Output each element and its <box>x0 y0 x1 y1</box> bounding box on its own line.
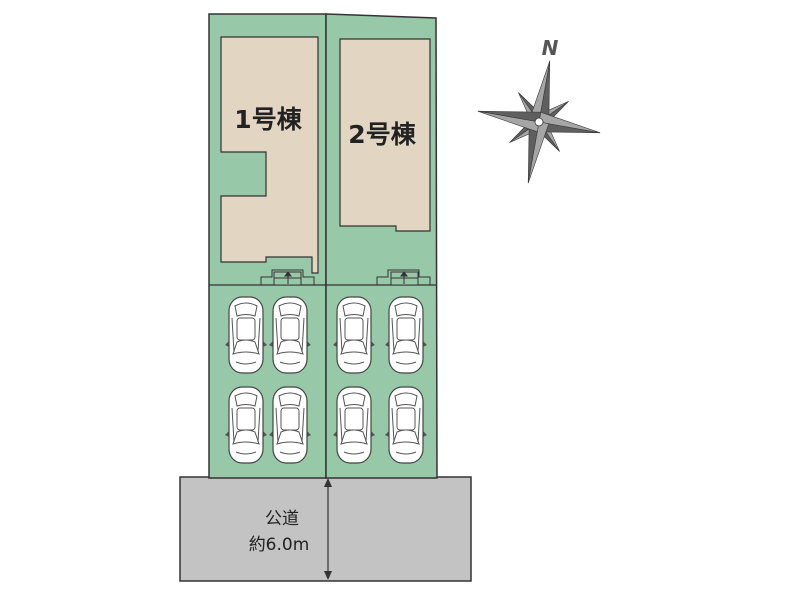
road-width: 約6.0m <box>249 535 310 555</box>
compass-rose-icon <box>477 60 601 184</box>
public-road <box>179 476 472 582</box>
building-1 <box>220 36 319 274</box>
car-icon <box>385 296 427 374</box>
car-icon <box>333 296 375 374</box>
unit-1-label: 1号棟 <box>234 105 302 134</box>
parking-area <box>225 296 427 464</box>
road-name: 公道 <box>265 509 299 529</box>
north-label: N <box>542 36 559 60</box>
car-icon <box>333 386 375 464</box>
entrance-marker-2 <box>376 269 431 286</box>
building-2 <box>339 38 431 232</box>
car-icon <box>269 296 311 374</box>
entrance-marker-1 <box>260 269 315 286</box>
road-width-dimension <box>324 478 332 580</box>
unit-2-label: 2号棟 <box>348 120 416 149</box>
car-icon <box>225 386 267 464</box>
car-icon <box>225 296 267 374</box>
car-icon <box>269 386 311 464</box>
car-icon <box>385 386 427 464</box>
